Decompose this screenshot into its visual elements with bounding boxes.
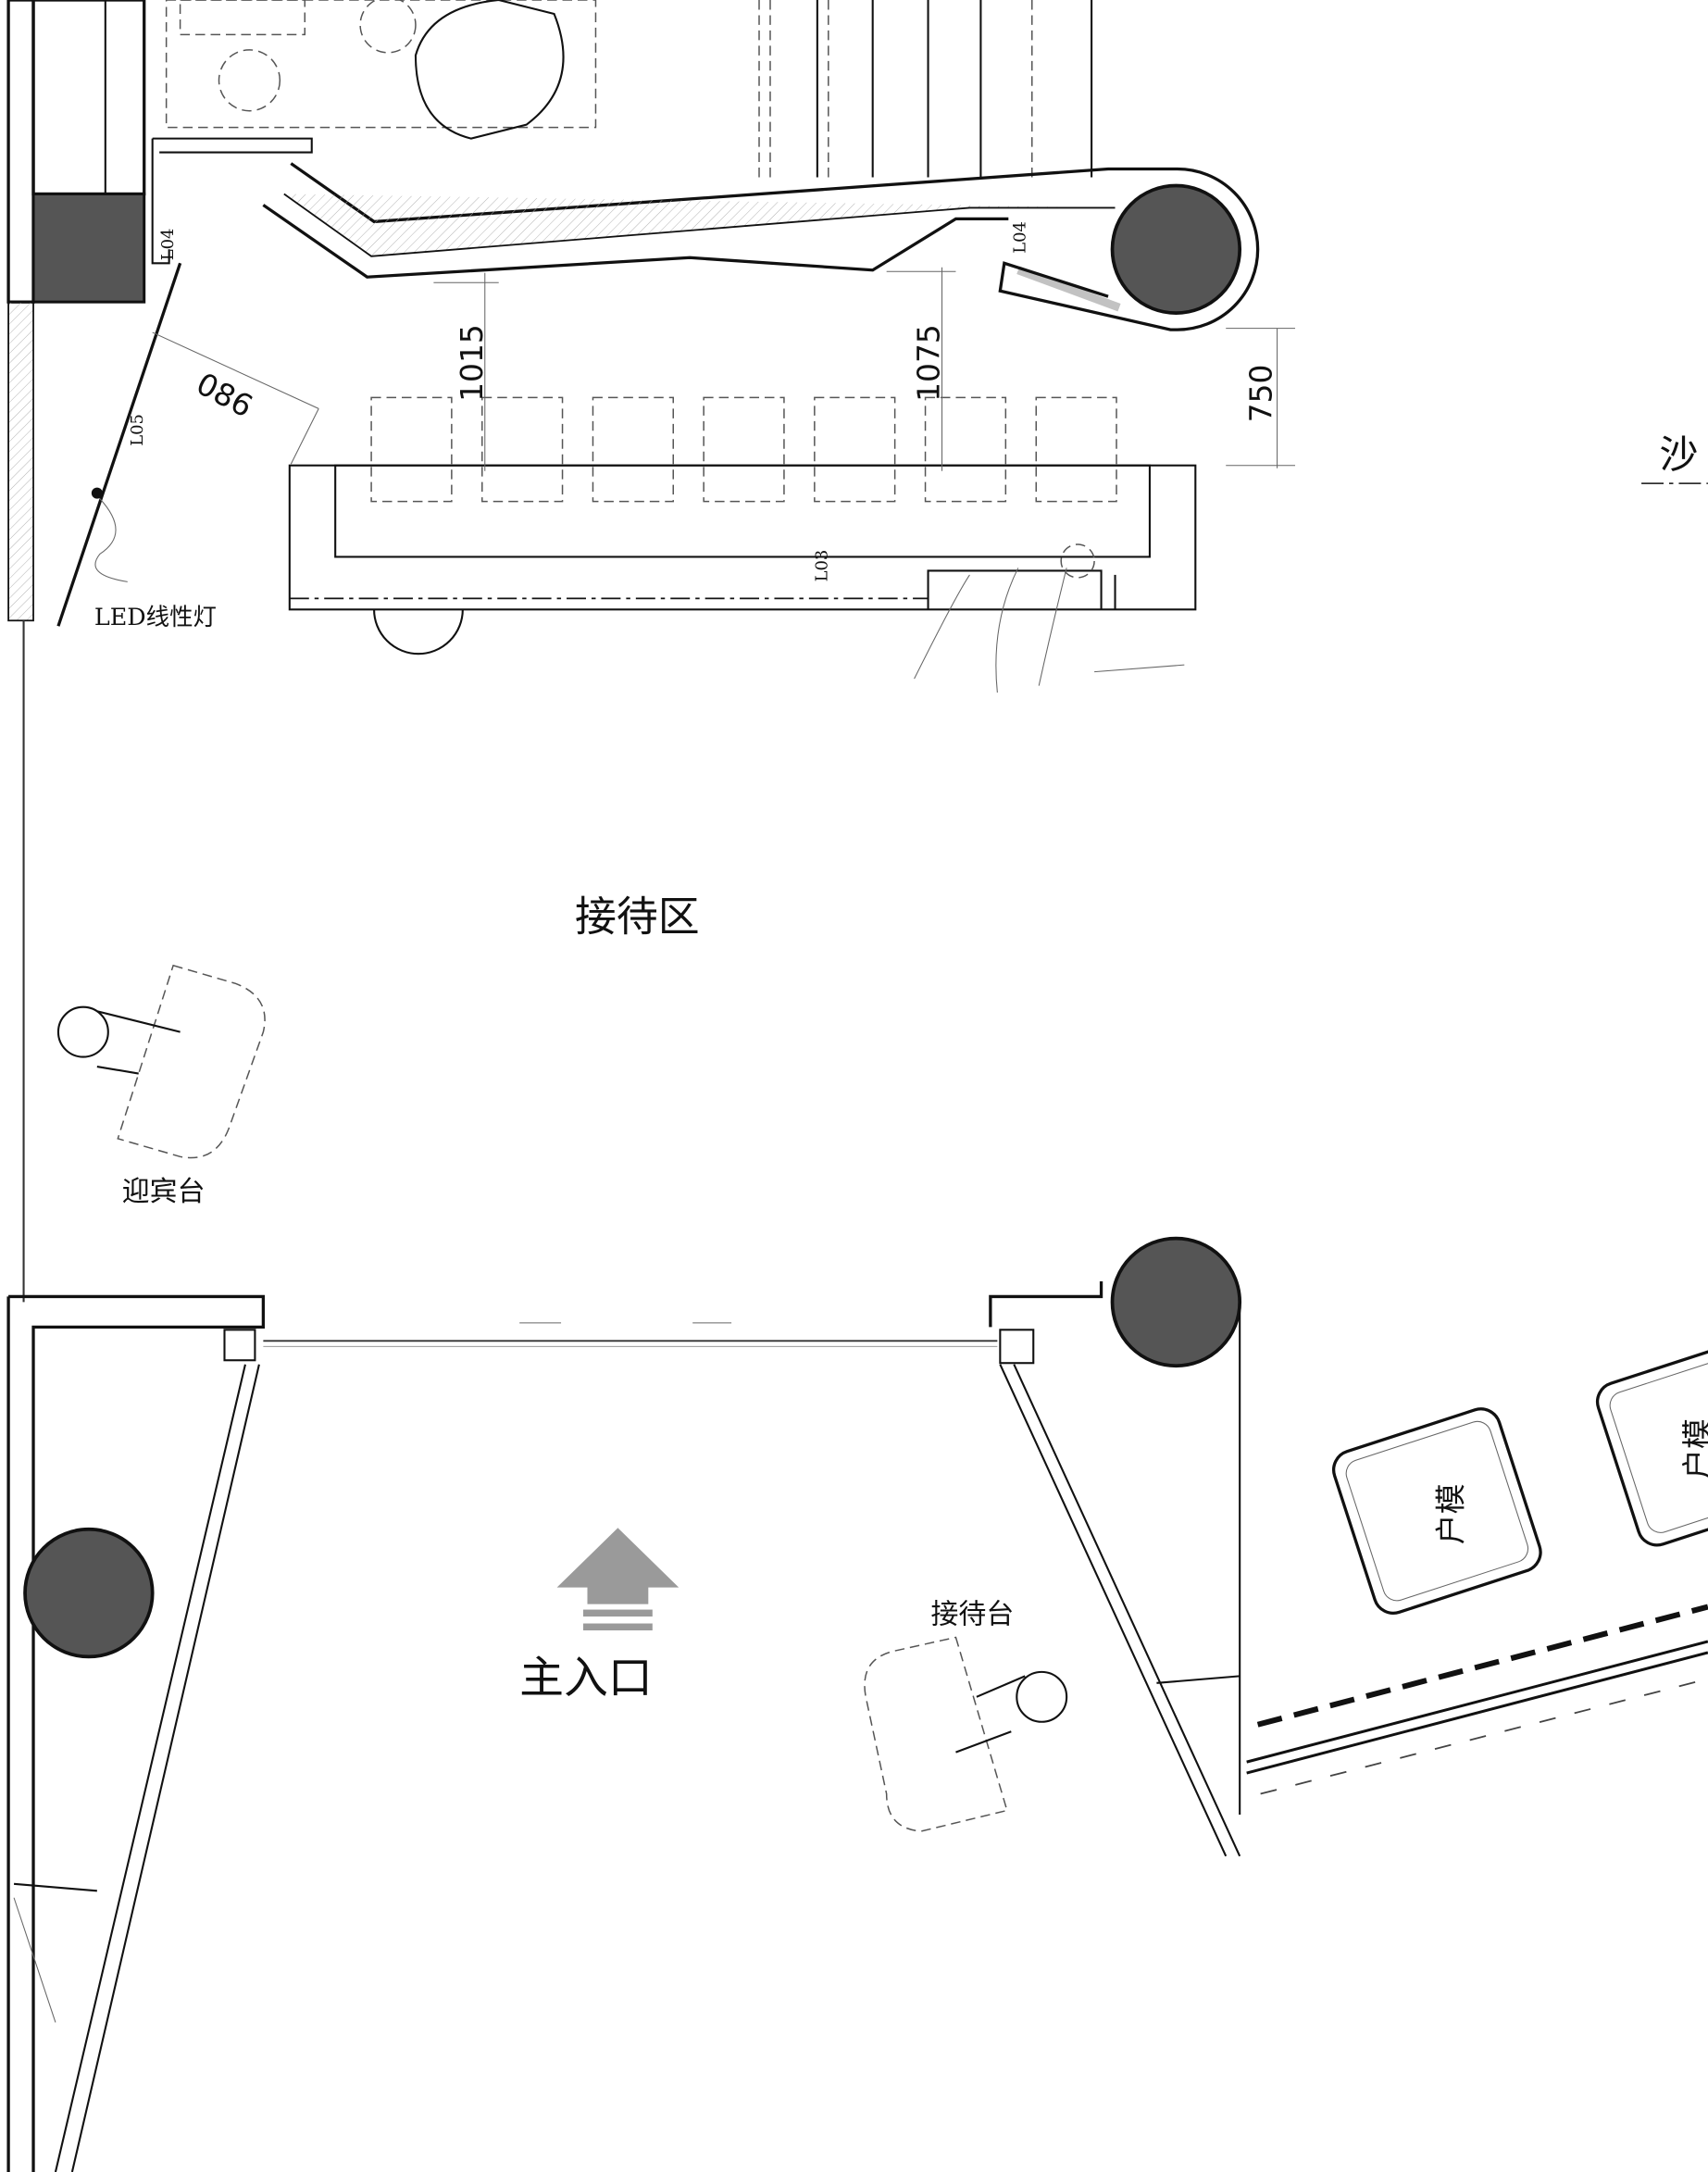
entrance-arrow-icon: [556, 1528, 679, 1630]
stair-lines: [758, 0, 1093, 178]
reception-desk: [864, 1636, 1068, 1832]
dimension-1075: 1075: [911, 324, 947, 402]
column: [1110, 183, 1242, 316]
entrance-right-wall: [989, 1236, 1242, 1857]
model-label-1: 户模: [1433, 1483, 1469, 1544]
facade-line: [1246, 482, 1708, 1795]
welcome-desk-label: 迎宾台: [122, 1176, 206, 1208]
sofa-label: 沙: [1660, 432, 1699, 478]
tag-l04-right: L04: [1010, 221, 1029, 254]
main-entrance-label: 主入口: [519, 1653, 653, 1704]
dimension-086: 086: [191, 366, 259, 425]
dimension-750: 750: [1243, 365, 1279, 423]
reception-desk-label: 接待台: [931, 1599, 1015, 1631]
feature-wall: [262, 162, 1260, 331]
chairs: [370, 396, 1117, 503]
entrance-left-wall: [6, 1294, 266, 2172]
dimension-lines: [152, 267, 1296, 471]
tag-l04-left: L04: [158, 229, 178, 261]
reception-area-label: 接待区: [575, 892, 700, 941]
dimension-1015: 1015: [454, 324, 490, 402]
left-wall: [6, 0, 313, 1303]
lounge-furniture: [165, 0, 597, 140]
model-label-2: 户模: [1679, 1418, 1708, 1479]
column: [1110, 1236, 1242, 1368]
dark-cabinet: [31, 192, 146, 304]
model-table-2: [1595, 1337, 1708, 1547]
entrance-doors[interactable]: [263, 1322, 998, 1347]
column: [23, 1527, 155, 1659]
tag-l03: L03: [812, 550, 831, 582]
reception-counter: [288, 396, 1197, 693]
tag-l05: L05: [128, 414, 147, 446]
led-light-label: LED线性灯: [94, 603, 217, 630]
welcome-desk: [56, 964, 266, 1159]
model-table-1: [1332, 1407, 1542, 1615]
